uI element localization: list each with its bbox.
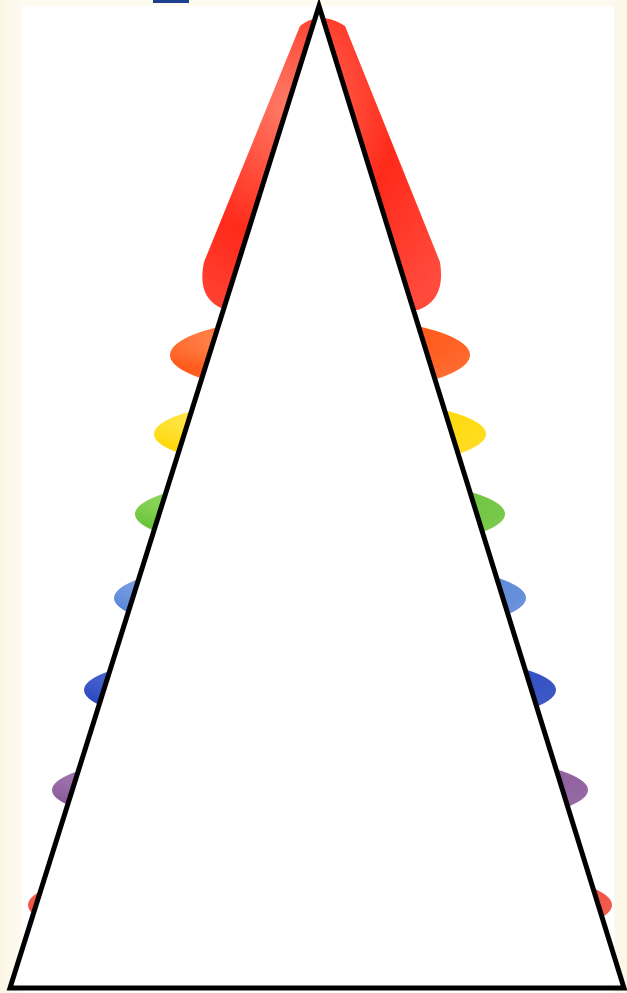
- triangle-overlay: [10, 6, 624, 988]
